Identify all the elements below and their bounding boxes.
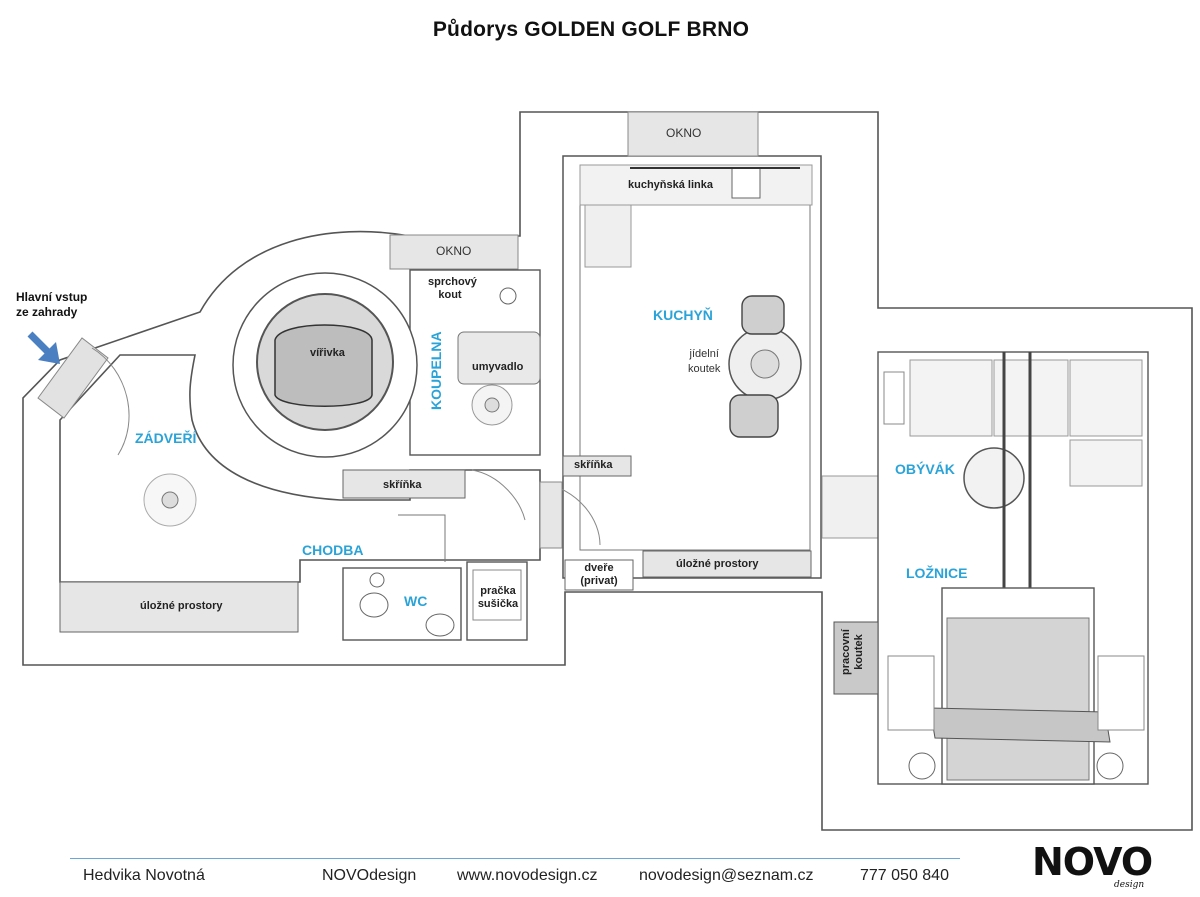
private-door-box (564, 559, 634, 591)
shower-label: sprchový kout (428, 276, 477, 301)
window-label-left: OKNO (436, 244, 472, 258)
dining-table (728, 295, 802, 438)
window-label-top: OKNO (666, 126, 702, 140)
bathroom-plant (471, 384, 513, 426)
whirlpool-label: vířivka (310, 347, 345, 359)
footer-phone: 777 050 840 (860, 867, 949, 884)
storage-label-kitchen: úložné prostory (676, 558, 759, 570)
workspace-box (833, 621, 879, 695)
coffee-table (963, 447, 1025, 509)
bed (887, 587, 1145, 785)
storage-kitchen (642, 550, 812, 578)
skrinka-box-1 (342, 469, 466, 499)
storage-left (59, 581, 299, 633)
whirlpool (232, 272, 418, 458)
novo-logo: NOVO (1032, 840, 1153, 884)
kitchen-counter-label: kuchyňská linka (628, 179, 713, 191)
dining-label: jídelní koutek (688, 348, 721, 375)
sink (457, 331, 541, 385)
entry-plant (143, 473, 197, 527)
room-loznice: LOŽNICE (906, 565, 968, 581)
footer-name: Hedvika Novotná (83, 867, 205, 884)
shower-head (499, 287, 517, 305)
plan-title: Půdorys GOLDEN GOLF BRNO (432, 18, 750, 41)
kitchen-counter (579, 164, 813, 206)
main-entrance-label: Hlavní vstup ze zahrady (16, 290, 88, 319)
private-door-label: dveře (privat) (580, 562, 618, 587)
footer-divider (70, 858, 960, 859)
skrinka-label-1: skříňka (383, 479, 422, 491)
storage-label-left: úložné prostory (140, 600, 223, 612)
skrinka-box-2 (562, 455, 632, 477)
room-kuchyn: KUCHYŇ (653, 307, 713, 323)
entrance-arrow (27, 331, 60, 364)
room-zadveri: ZÁDVEŘÍ (135, 430, 197, 446)
room-chodba: CHODBA (302, 542, 364, 558)
workspace-label: pracovní koutek (840, 629, 865, 675)
passage (821, 475, 879, 539)
washer-label: pračka sušička (477, 585, 519, 610)
window-top (627, 111, 759, 157)
footer-web: www.novodesign.cz (457, 867, 598, 884)
footer-email: novodesign@seznam.cz (639, 867, 814, 884)
toilet (359, 592, 389, 618)
novo-logo-sub: design (1114, 880, 1145, 890)
skrinka-label-2: skříňka (574, 459, 613, 471)
room-wc: WC (404, 593, 428, 609)
room-obyvak: OBÝVÁK (895, 461, 955, 477)
footer-company: NOVOdesign (322, 867, 417, 884)
entrance-door (37, 337, 130, 456)
room-koupelna: KOUPELNA (428, 331, 444, 410)
sink-label: umyvadlo (472, 361, 524, 373)
window-left (389, 234, 519, 270)
